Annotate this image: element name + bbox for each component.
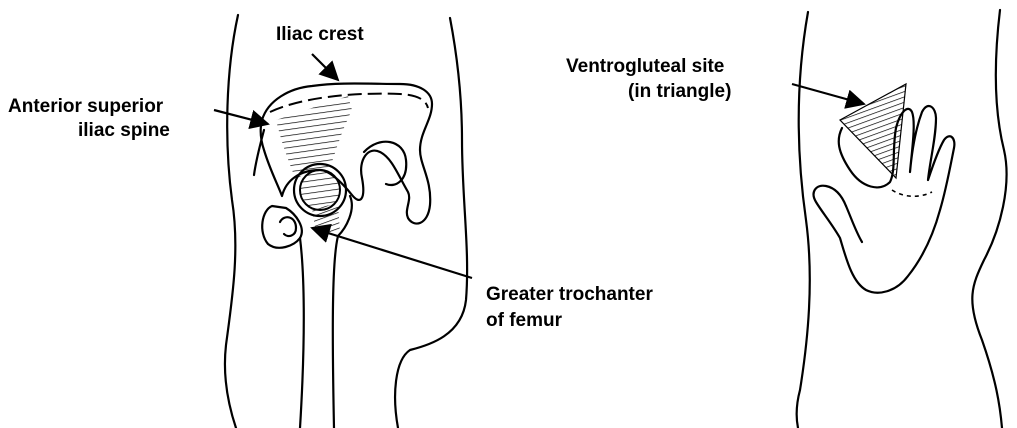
label-ventrogluteal-line2: (in triangle) bbox=[628, 81, 731, 102]
iliac-crest-arrow bbox=[312, 54, 338, 80]
asis-arrow bbox=[214, 110, 268, 124]
label-greater-trochanter-line2: of femur bbox=[486, 310, 563, 331]
femoral-head bbox=[300, 170, 340, 210]
body-outline-left-edge bbox=[225, 15, 238, 428]
femur-shaft-left-edge bbox=[300, 238, 304, 428]
left-hip-figure bbox=[225, 15, 467, 428]
label-ventrogluteal-line1: Ventrogluteal site bbox=[566, 56, 724, 77]
thumb-crease bbox=[846, 206, 862, 242]
label-asis-line2: iliac spine bbox=[78, 120, 170, 141]
label-asis-line1: Anterior superior bbox=[8, 96, 164, 117]
right-body-outline-right-edge bbox=[972, 10, 1006, 428]
knuckle-dashed-line bbox=[892, 190, 932, 196]
label-iliac-crest: Iliac crest bbox=[276, 24, 364, 45]
label-greater-trochanter-line1: Greater trochanter bbox=[486, 284, 653, 305]
right-hip-figure bbox=[797, 10, 1007, 428]
asis-crease bbox=[254, 130, 264, 175]
ventrogluteal-arrow bbox=[792, 84, 864, 104]
right-body-outline-left-edge bbox=[797, 12, 810, 428]
trochanter-inner bbox=[280, 217, 296, 236]
body-outline-right-edge bbox=[395, 18, 467, 428]
hatched-gluteal-area bbox=[276, 96, 352, 180]
